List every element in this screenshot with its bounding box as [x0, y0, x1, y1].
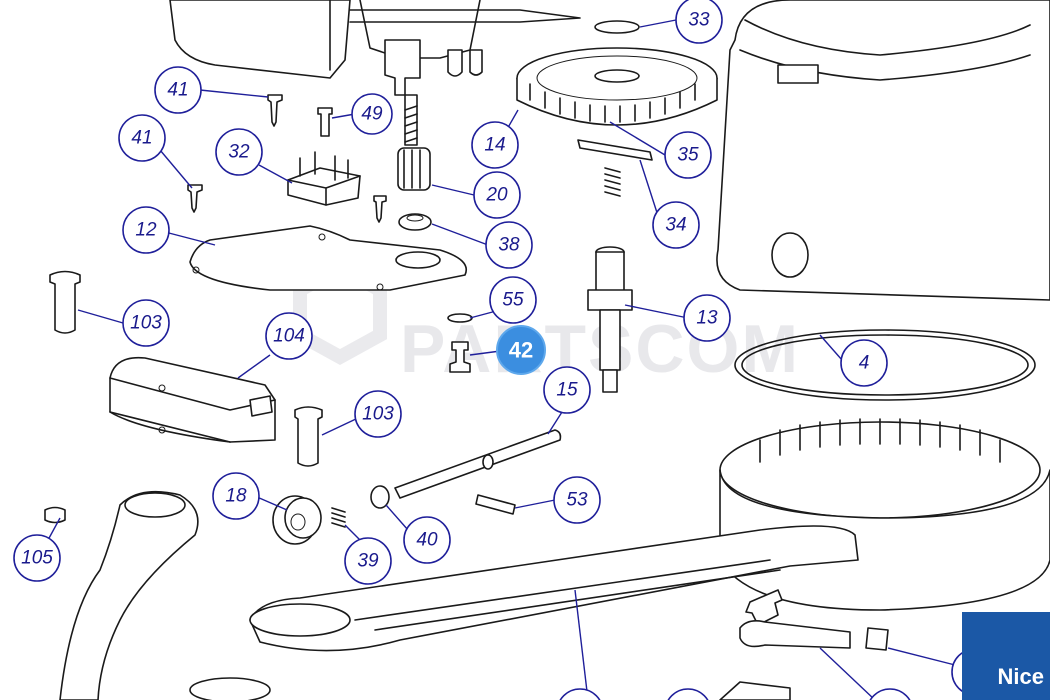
callout-40[interactable]: 40 — [403, 516, 451, 564]
callout-39[interactable]: 39 — [344, 537, 392, 585]
callout-38[interactable]: 38 — [485, 221, 533, 269]
svg-text:13: 13 — [696, 308, 718, 329]
spacer-38 — [398, 213, 432, 231]
pin-103-mid — [294, 406, 323, 467]
bolt-a — [745, 589, 783, 626]
pin-53 — [475, 494, 516, 515]
callout-4[interactable]: 4 — [840, 339, 888, 387]
callout-33[interactable]: 33 — [675, 0, 723, 44]
svg-text:40: 40 — [416, 530, 438, 551]
svg-text:103: 103 — [362, 404, 394, 425]
callout-55[interactable]: 55 — [489, 276, 537, 324]
svg-text:33: 33 — [688, 10, 710, 31]
screw-42 — [449, 341, 471, 373]
plate-12 — [189, 225, 467, 291]
svg-text:41: 41 — [167, 80, 188, 101]
svg-text:49: 49 — [361, 104, 383, 125]
callout-partial-b[interactable] — [665, 688, 711, 700]
svg-text:18: 18 — [225, 486, 247, 507]
callout-18[interactable]: 18 — [212, 472, 260, 520]
callout-53[interactable]: 53 — [553, 476, 601, 524]
svg-text:104: 104 — [273, 326, 305, 347]
svg-text:103: 103 — [130, 313, 162, 334]
svg-text:14: 14 — [484, 135, 505, 156]
svg-text:32: 32 — [228, 142, 250, 163]
washer-55 — [447, 313, 473, 323]
callout-partial-a[interactable] — [557, 688, 603, 700]
pinion-20 — [397, 147, 431, 191]
svg-text:35: 35 — [677, 145, 699, 166]
callout-103-mid[interactable]: 103 — [354, 390, 402, 438]
callout-20[interactable]: 20 — [473, 171, 521, 219]
shaft-13 — [587, 246, 633, 393]
worm-shaft — [404, 94, 418, 146]
callout-partial-c[interactable] — [867, 688, 913, 700]
spring-34 — [604, 167, 621, 197]
gear-14 — [516, 47, 718, 126]
svg-text:105: 105 — [21, 548, 53, 569]
housing-cover — [716, 0, 1050, 301]
arm-lower — [59, 490, 271, 700]
callout-49[interactable]: 49 — [351, 93, 393, 135]
brand-logo-text: Nice — [997, 664, 1044, 689]
callout-105[interactable]: 105 — [13, 534, 61, 582]
callout-15[interactable]: 15 — [543, 366, 591, 414]
arm-lever — [249, 525, 859, 652]
callout-41-top[interactable]: 41 — [154, 66, 202, 114]
svg-text:15: 15 — [556, 380, 578, 401]
callout-104[interactable]: 104 — [265, 312, 313, 360]
screw-41-top — [267, 94, 283, 127]
callout-42-highlighted[interactable]: 42 — [496, 325, 546, 375]
callout-12[interactable]: 12 — [122, 206, 170, 254]
svg-text:55: 55 — [502, 290, 524, 311]
svg-text:12: 12 — [135, 220, 157, 241]
pin-35 — [577, 139, 653, 161]
ring-4 — [734, 329, 1036, 401]
bracket-104 — [109, 356, 276, 443]
spring-39 — [331, 507, 346, 528]
screw-41-left — [187, 184, 203, 213]
shaft-15 — [394, 429, 562, 499]
callout-13[interactable]: 13 — [683, 294, 731, 342]
washer-33 — [594, 20, 640, 34]
callout-34[interactable]: 34 — [652, 201, 700, 249]
part-bottom — [719, 681, 791, 700]
clip-40 — [370, 485, 390, 509]
screw-41-mid — [373, 195, 387, 223]
svg-text:42: 42 — [509, 338, 533, 363]
brand-logo: Nice — [962, 612, 1050, 700]
bolt-b — [739, 620, 851, 649]
pin-103-left — [49, 270, 81, 334]
callout-103-left[interactable]: 103 — [122, 299, 170, 347]
callout-35[interactable]: 35 — [664, 131, 712, 179]
svg-text:41: 41 — [131, 128, 152, 149]
block-32 — [287, 151, 361, 206]
svg-text:53: 53 — [566, 490, 588, 511]
callout-41-left[interactable]: 41 — [118, 114, 166, 162]
svg-text:39: 39 — [357, 551, 379, 572]
pin-49 — [317, 107, 333, 137]
svg-text:38: 38 — [498, 235, 520, 256]
callout-32[interactable]: 32 — [215, 128, 263, 176]
svg-text:34: 34 — [665, 215, 686, 236]
nut — [865, 627, 889, 651]
callout-14[interactable]: 14 — [471, 121, 519, 169]
clip-105 — [44, 506, 66, 524]
roller-18 — [272, 495, 322, 545]
svg-text:20: 20 — [485, 185, 508, 206]
base-ring — [719, 418, 1050, 611]
svg-text:4: 4 — [859, 353, 870, 374]
